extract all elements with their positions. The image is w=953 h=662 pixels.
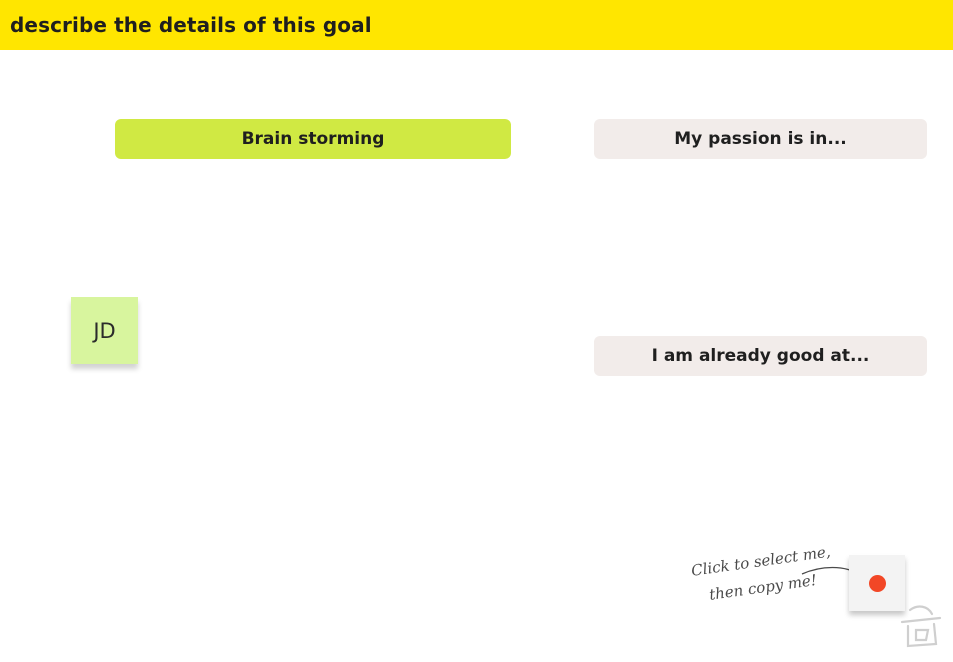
sticky-note[interactable]: JD <box>71 297 138 364</box>
good-at-frame-label[interactable]: I am already good at... <box>594 336 927 376</box>
brainstorming-label-text: Brain storming <box>241 129 385 149</box>
watermark-logo-icon <box>900 605 942 648</box>
passion-frame-label[interactable]: My passion is in... <box>594 119 927 159</box>
sticky-note-initials: JD <box>93 318 116 343</box>
brainstorming-frame-label[interactable]: Brain storming <box>115 119 511 159</box>
passion-label-text: My passion is in... <box>674 129 847 149</box>
header-bar: describe the details of this goal <box>0 0 953 50</box>
record-sticker[interactable] <box>849 555 905 611</box>
page-title: describe the details of this goal <box>10 13 372 37</box>
good-at-label-text: I am already good at... <box>651 346 870 366</box>
record-dot-icon <box>868 574 886 592</box>
